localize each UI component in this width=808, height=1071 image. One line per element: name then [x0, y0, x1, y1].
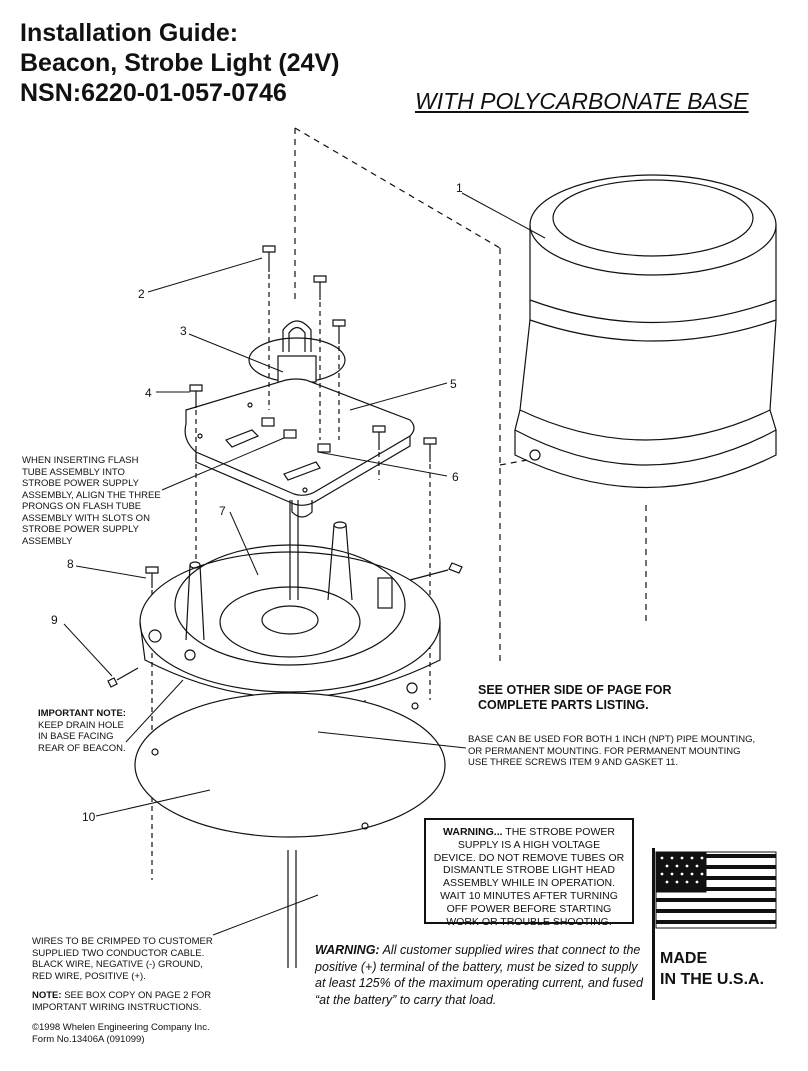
flag-icon — [655, 851, 777, 929]
note-line: COMPLETE PARTS LISTING. — [478, 698, 649, 712]
important-note-label: IMPORTANT NOTE: — [38, 708, 126, 719]
title-line-2: Beacon, Strobe Light (24V) — [20, 49, 340, 77]
made-line: IN THE U.S.A. — [660, 971, 765, 988]
note-line: RED WIRE, POSITIVE (+). — [32, 970, 146, 982]
note-line: PRONGS ON FLASH TUBE — [22, 501, 142, 512]
page-title: Installation Guide: Beacon, Strobe Light… — [20, 18, 339, 108]
note-line: SUPPLIED TWO CONDUCTOR CABLE. — [32, 947, 205, 959]
callout-8: 8 — [67, 557, 74, 571]
power-supply-board — [184, 378, 415, 518]
see-other-side-note: SEE OTHER SIDE OF PAGE FOR COMPLETE PART… — [478, 683, 738, 713]
copyright: ©1998 Whelen Engineering Company Inc. — [32, 1022, 210, 1033]
made-in-usa-badge — [652, 848, 783, 1000]
note-line: IMPORTANT WIRING INSTRUCTIONS. — [32, 1001, 202, 1013]
callout-9: 9 — [51, 613, 58, 627]
gasket — [134, 692, 446, 838]
note-line: SEE OTHER SIDE OF PAGE FOR — [478, 683, 672, 697]
title-line-3: NSN:6220-01-057-0746 — [20, 79, 287, 107]
callout-6: 6 — [452, 470, 459, 484]
note-line: BASE CAN BE USED FOR BOTH 1 INCH (NPT) P… — [468, 734, 756, 745]
warning-line: WAIT 10 MINUTES AFTER TURNING — [440, 889, 618, 902]
lens-dome — [514, 174, 777, 488]
note-line: IN BASE FACING — [38, 731, 114, 742]
warning-line: DISMANTLE STROBE LIGHT HEAD — [443, 864, 615, 877]
warning-line: ASSEMBLY WHILE IN OPERATION. — [442, 877, 616, 890]
footer: ©1998 Whelen Engineering Company Inc. Fo… — [32, 1022, 210, 1046]
made-in-usa-text: MADE IN THE U.S.A. — [660, 948, 764, 990]
warning-line: DEVICE. DO NOT REMOVE TUBES OR — [433, 851, 625, 864]
wires-note-ref: NOTE: SEE BOX COPY ON PAGE 2 FOR — [32, 990, 222, 1002]
base-mounting-note: BASE CAN BE USED FOR BOTH 1 INCH (NPT) P… — [468, 734, 768, 769]
high-voltage-warning-box: WARNING... THE STROBE POWER SUPPLY IS A … — [424, 818, 634, 928]
warning2-label: WARNING: — [315, 943, 380, 957]
warning-text: THE STROBE POWER — [502, 826, 615, 838]
callout-7: 7 — [219, 504, 226, 518]
note-line: TUBE ASSEMBLY INTO — [22, 466, 125, 478]
callout-2: 2 — [138, 287, 145, 301]
note-line: REAR OF BEACON. — [38, 742, 126, 754]
note-line: WHEN INSERTING FLASH — [22, 455, 139, 466]
important-note: IMPORTANT NOTE: KEEP DRAIN HOLE IN BASE … — [38, 708, 148, 754]
callout-5: 5 — [450, 377, 457, 391]
callout-4: 4 — [145, 386, 152, 400]
note-label: NOTE: — [32, 990, 62, 1001]
note-text: SEE BOX COPY ON PAGE 2 FOR — [61, 990, 212, 1001]
flash-tube-note: WHEN INSERTING FLASH TUBE ASSEMBLY INTO … — [22, 455, 172, 547]
title-line-1: Installation Guide: — [20, 19, 239, 47]
form-number: Form No.13406A (091099) — [32, 1034, 145, 1045]
subtitle: WITH POLYCARBONATE BASE — [415, 88, 749, 114]
warning-first-line: WARNING... THE STROBE POWER — [432, 826, 626, 839]
warning-line: WORK OR TROUBLE SHOOTING. — [446, 915, 612, 928]
wire-sizing-warning: WARNING: All customer supplied wires tha… — [315, 942, 645, 1008]
note-line: OR PERMANENT MOUNTING. FOR PERMANENT MOU… — [468, 745, 741, 757]
note-line: STROBE POWER SUPPLY — [22, 478, 140, 489]
warning-line: OFF POWER BEFORE STARTING — [446, 902, 612, 915]
warning2-text: All customer supplied wires that connect… — [315, 943, 643, 1007]
note-line: KEEP DRAIN HOLE — [38, 719, 124, 731]
note-line: USE THREE SCREWS ITEM 9 AND GASKET 11. — [468, 757, 679, 768]
callout-10: 10 — [82, 810, 96, 824]
leader-lines — [63, 192, 546, 936]
callout-3: 3 — [180, 324, 187, 338]
warning-label: WARNING... — [443, 826, 503, 838]
note-line: STROBE POWER SUPPLY — [22, 524, 140, 535]
screws — [107, 245, 463, 688]
wires-note: WIRES TO BE CRIMPED TO CUSTOMER SUPPLIED… — [32, 936, 222, 1013]
note-line: ASSEMBLY, ALIGN THE THREE — [22, 489, 161, 501]
wires — [287, 850, 297, 968]
note-line: ASSEMBLY — [22, 535, 73, 547]
note-line: BLACK WIRE, NEGATIVE (-) GROUND, — [32, 959, 203, 970]
made-line: MADE — [660, 950, 708, 967]
note-line: WIRES TO BE CRIMPED TO CUSTOMER — [32, 936, 213, 947]
note-line: ASSEMBLY WITH SLOTS ON — [22, 512, 150, 524]
base — [139, 500, 441, 760]
callout-1: 1 — [456, 181, 463, 195]
warning-line: SUPPLY IS A HIGH VOLTAGE — [457, 838, 601, 851]
